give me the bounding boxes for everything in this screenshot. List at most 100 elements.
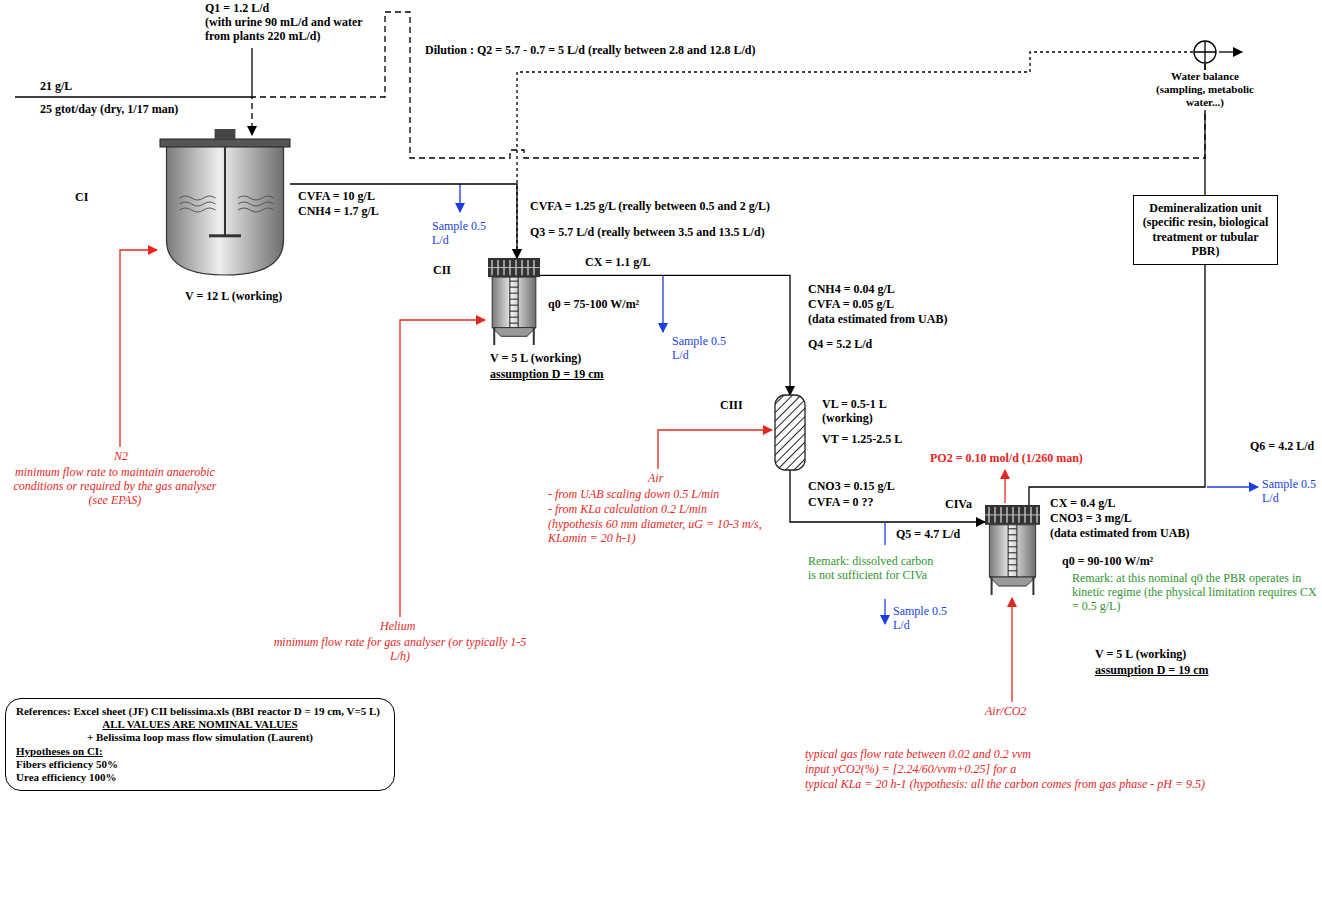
vessel-drawing xyxy=(775,395,805,470)
flow-annotation: Dilution : Q2 = 5.7 - 0.7 = 5 L/d (reall… xyxy=(425,44,755,58)
box-heading: Demineralization unit xyxy=(1138,201,1273,215)
packed-column: CIII xyxy=(775,395,805,470)
tube-rung xyxy=(510,317,518,318)
unit-name: Water balance (sampling, metabolic water… xyxy=(1148,70,1262,110)
draft-tube xyxy=(1008,525,1009,583)
feed-line xyxy=(15,96,252,97)
flow-line xyxy=(1029,265,1205,505)
flow-line xyxy=(290,184,517,258)
flow-annotation: Q4 = 5.2 L/d xyxy=(808,338,872,352)
flow-annotation: Air xyxy=(648,472,663,486)
flow-annotation: Remark: dissolved carbon is not sufficie… xyxy=(808,555,938,583)
sample-arrow xyxy=(459,184,460,212)
flow-line xyxy=(252,12,1205,158)
flow-annotation: (with urine 90 mL/d and water from plant… xyxy=(205,16,380,44)
flow-annotation: Q1 = 1.2 L/d xyxy=(205,2,269,16)
balance-circle xyxy=(1194,41,1216,63)
flow-annotation: CNO3 = 3 mg/L xyxy=(1050,512,1132,526)
flow-annotation: CNH4 = 0.04 g/L xyxy=(808,283,895,297)
gas-inlet-arrow xyxy=(658,430,772,469)
flow-annotation: CNO3 = 0.15 g/L xyxy=(808,480,895,494)
flow-annotation: Q3 = 5.7 L/d (really between 3.5 and 13.… xyxy=(530,226,765,240)
photobioreactor: CIVa xyxy=(985,505,1040,595)
tube-rung xyxy=(1008,528,1017,529)
reference-box: References: Excel sheet (JF) CII belissi… xyxy=(5,698,395,791)
tube-rung xyxy=(1008,552,1017,553)
light-band xyxy=(488,258,540,277)
flow-annotation: (hypothesis 60 mm diameter, uG = 10-3 m/… xyxy=(548,518,778,546)
unit-name: CIVa xyxy=(945,497,972,511)
flow-annotation: VL = 0.5-1 L (working) xyxy=(822,398,917,426)
band-grid xyxy=(488,267,540,268)
light-band xyxy=(985,505,1040,525)
vessel-drawing xyxy=(160,135,290,275)
unit-name: CIII xyxy=(720,398,743,412)
flow-annotation: CVFA = 10 g/L xyxy=(298,190,375,204)
tube-rung xyxy=(1008,546,1017,547)
reactor-legs xyxy=(494,328,534,345)
sample-arrow xyxy=(884,599,885,624)
vessel-drawing xyxy=(985,505,1040,595)
flow-annotation: N2 xyxy=(114,450,128,464)
reactor-body xyxy=(492,277,536,327)
gas-outlet-arrow xyxy=(1004,470,1005,503)
box-text: ALL VALUES ARE NOMINAL VALUES xyxy=(16,718,384,731)
stirrer-shaft xyxy=(224,147,226,236)
balance-plus xyxy=(1194,41,1216,63)
tube-rung xyxy=(510,299,518,300)
flow-annotation: (data estimated from UAB) xyxy=(808,313,947,327)
tank-body xyxy=(167,145,284,275)
flow-annotation: Sample 0.5 L/d xyxy=(432,220,487,248)
flow-annotation: CVFA = 0 ?? xyxy=(808,496,874,510)
flow-annotation: minimum flow rate to maintain anaerobic … xyxy=(5,466,225,507)
vessel-drawing xyxy=(488,258,540,345)
flow-annotation: - from UAB scaling down 0.5 L/min xyxy=(548,488,719,502)
flow-annotation: Remark: at this nominal q0 the PBR opera… xyxy=(1072,572,1317,613)
tube-rung xyxy=(1008,570,1017,571)
stirrer-blade xyxy=(209,234,241,237)
flow-annotation: 21 g/L xyxy=(40,80,72,94)
flow-line xyxy=(790,470,985,522)
flow-annotation: VT = 1.25-2.5 L xyxy=(822,433,902,447)
tube-rung xyxy=(510,281,518,282)
flow-annotation: q0 = 90-100 W/m² xyxy=(1062,555,1153,569)
recycle-line xyxy=(251,48,252,97)
flow-annotation: PO2 = 0.10 mol/d (1/260 man) xyxy=(930,452,1083,466)
box-heading: References: Excel sheet (JF) CII belissi… xyxy=(16,705,384,718)
tube-rung xyxy=(510,305,518,306)
band-grid xyxy=(985,514,1040,515)
flow-annotation: CX = 0.4 g/L xyxy=(1050,497,1116,511)
sample-arrow xyxy=(662,276,663,332)
tank-lid xyxy=(160,139,290,147)
box-text: Urea efficiency 100% xyxy=(16,771,384,784)
reactor-legs xyxy=(992,577,1034,595)
flow-annotation: - from KLa calculation 0.2 L/min xyxy=(548,503,707,517)
flow-annotation: minimum flow rate for gas analyser (or t… xyxy=(265,636,535,664)
balance-arrow xyxy=(1219,51,1242,52)
tube-rung xyxy=(510,293,518,294)
flow-annotation: typical KLa = 20 h-1 (hypothesis: all th… xyxy=(805,778,1317,792)
stirred-tank-reactor: CI xyxy=(160,135,290,275)
flow-annotation: 25 gtot/day (dry, 1/17 man) xyxy=(40,103,178,117)
flow-annotation: Sample 0.5 L/d xyxy=(1262,478,1317,506)
flow-annotation: Air/CO2 xyxy=(985,705,1026,719)
gas-inlet-arrow xyxy=(120,250,157,447)
column-body xyxy=(775,395,805,470)
unit-name: CI xyxy=(75,190,88,204)
flow-annotation: V = 5 L (working) xyxy=(1095,648,1186,662)
flow-annotation: Sample 0.5 L/d xyxy=(672,335,727,363)
tube-rung xyxy=(1008,540,1017,541)
tube-rung xyxy=(1008,558,1017,559)
water-balance-node: Water balance (sampling, metabolic water… xyxy=(1193,40,1217,64)
flow-annotation: V = 5 L (working) xyxy=(490,352,581,366)
tube-rung xyxy=(510,311,518,312)
unit-name: CII xyxy=(433,263,451,277)
tube-rung xyxy=(510,287,518,288)
photobioreactor: CII xyxy=(488,258,540,345)
gas-inlet-arrow xyxy=(400,320,485,617)
flow-annotation: q0 = 75-100 W/m² xyxy=(548,298,639,312)
sample-line xyxy=(884,523,885,545)
flow-annotation: Q5 = 4.7 L/d xyxy=(896,528,960,542)
vessel-drawing xyxy=(1193,40,1217,64)
